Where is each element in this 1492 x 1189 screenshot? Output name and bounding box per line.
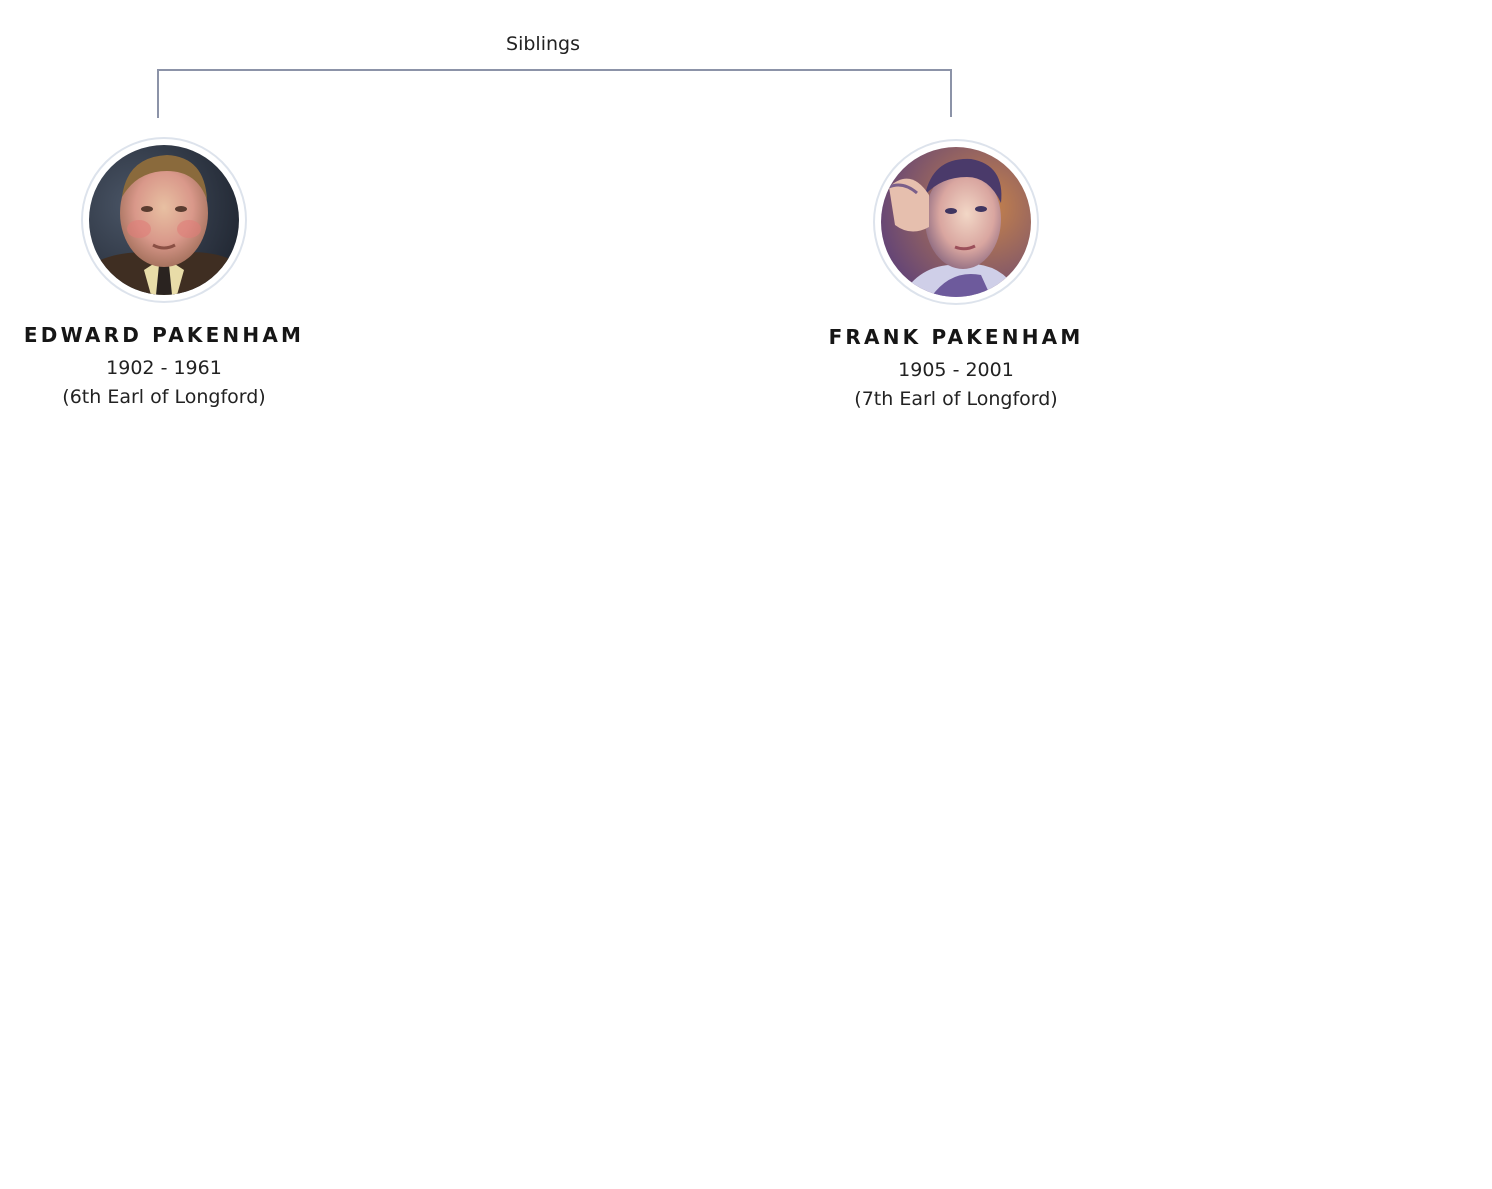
person-name: EDWARD PAKENHAM	[23, 323, 305, 347]
person-name: FRANK PAKENHAM	[828, 325, 1084, 349]
siblings-connector-line	[157, 69, 952, 118]
portrait-image-frank	[881, 147, 1031, 297]
portrait-frame	[81, 137, 247, 303]
person-dates: 1905 - 2001	[898, 359, 1014, 381]
person-title: (6th Earl of Longford)	[62, 386, 266, 408]
portrait-frame	[873, 139, 1039, 305]
person-title: (7th Earl of Longford)	[854, 388, 1058, 410]
person-card-frank[interactable]: FRANK PAKENHAM 1905 - 2001 (7th Earl of …	[796, 139, 1116, 414]
person-card-edward[interactable]: EDWARD PAKENHAM 1902 - 1961 (6th Earl of…	[4, 137, 324, 412]
siblings-label: Siblings	[506, 33, 580, 55]
person-dates: 1902 - 1961	[106, 357, 222, 379]
siblings-bracket	[157, 69, 952, 118]
portrait-image-edward	[89, 145, 239, 295]
